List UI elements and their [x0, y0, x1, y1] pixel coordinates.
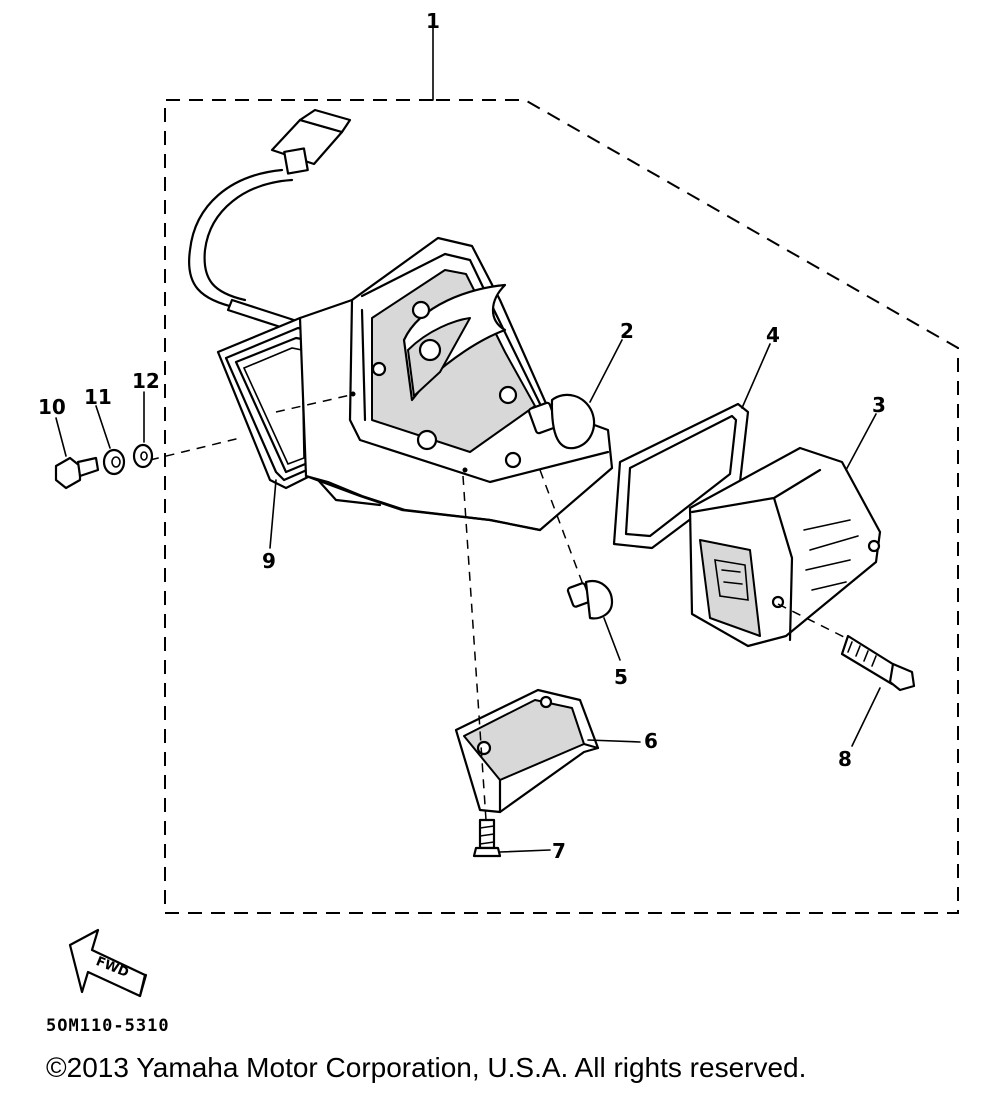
screw-small-icon [462, 475, 551, 858]
housing-part [298, 236, 614, 532]
callout-1: 1 [426, 9, 440, 33]
washer-icon [102, 448, 126, 476]
connector-icon [270, 108, 352, 175]
callout-11: 11 [84, 385, 112, 409]
callout-6: 6 [644, 729, 658, 753]
callout-8: 8 [838, 747, 852, 771]
wire-harness [188, 108, 352, 334]
callout-2: 2 [620, 319, 634, 343]
lens-part [688, 413, 882, 648]
bolt-icon [54, 456, 100, 490]
copyright-notice: ©2013 Yamaha Motor Corporation, U.S.A. A… [46, 1052, 807, 1083]
callout-10: 10 [38, 395, 66, 419]
fastener-set [54, 391, 356, 549]
tail-bulb-icon [527, 339, 623, 450]
callout-4: 4 [766, 323, 780, 347]
nut-icon [132, 443, 154, 469]
license-bulb-icon [539, 469, 621, 661]
callout-7: 7 [552, 839, 566, 863]
parts-diagram: 1 2 3 4 5 6 7 8 9 10 11 12 FWD [38, 9, 959, 998]
screw-icon [777, 603, 916, 747]
callout-3: 3 [872, 393, 886, 417]
diagram-code: 5OM110-5310 [46, 1016, 170, 1036]
forward-arrow-icon: FWD [68, 928, 148, 998]
callout-12: 12 [132, 369, 160, 393]
callout-5: 5 [614, 665, 628, 689]
license-cover-part [454, 688, 641, 814]
assembly-boundary [164, 21, 959, 914]
callout-9: 9 [262, 549, 276, 573]
